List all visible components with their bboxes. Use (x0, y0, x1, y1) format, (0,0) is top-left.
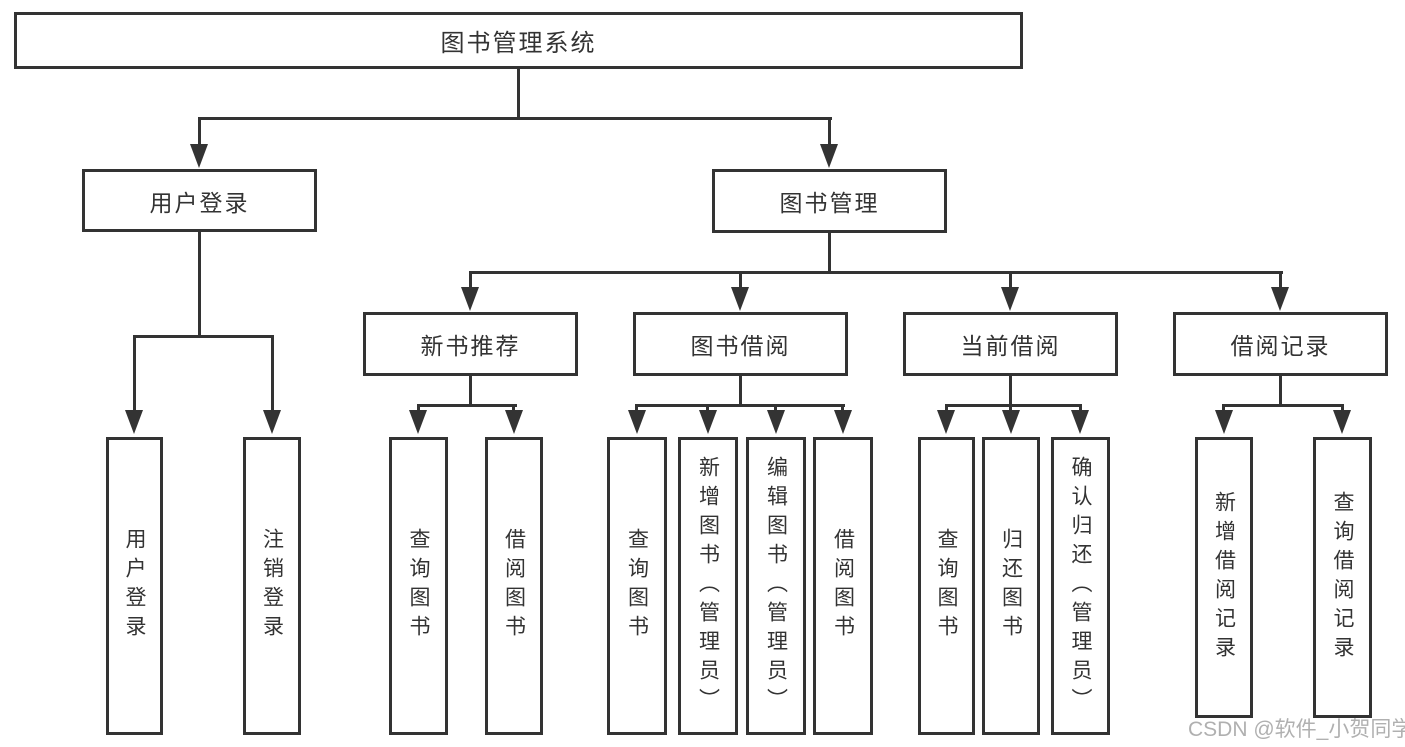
leaf-borrow-books-borrowing-label: 借阅图书 (831, 528, 855, 644)
leaf-logout: 注销登录 (243, 437, 301, 735)
connector-line (739, 271, 742, 289)
leaf-query-borrow-record-label: 查询借阅记录 (1331, 490, 1354, 665)
arrow-down-icon (628, 410, 646, 434)
leaf-query-books-recommend-label: 查询图书 (407, 528, 430, 644)
connector-line (133, 335, 274, 338)
arrow-down-icon (1271, 287, 1289, 311)
leaf-query-books-recommend: 查询图书 (389, 437, 448, 735)
arrow-down-icon (820, 144, 838, 168)
arrow-down-icon (767, 410, 785, 434)
leaf-return-books: 归还图书 (982, 437, 1040, 735)
connector-line (841, 404, 844, 413)
arrow-down-icon (1333, 410, 1351, 434)
connector-line (635, 404, 638, 413)
leaf-user-login-label: 用户登录 (123, 528, 146, 644)
leaf-query-books-current: 查询图书 (918, 437, 975, 735)
node-book-management-label: 图书管理 (779, 190, 880, 216)
connector-line (1009, 271, 1012, 289)
connector-line (198, 231, 201, 337)
arrow-down-icon (1002, 410, 1020, 434)
connector-line (1009, 375, 1012, 406)
connector-line (1222, 404, 1225, 413)
node-root-label: 图书管理系统 (440, 30, 597, 57)
connector-line (1279, 271, 1282, 289)
connector-line (417, 404, 517, 407)
node-current-borrowing: 当前借阅 (903, 312, 1118, 376)
leaf-add-borrow-record: 新增借阅记录 (1195, 437, 1253, 718)
node-book-borrowing: 图书借阅 (633, 312, 848, 376)
connector-line (417, 404, 420, 413)
connector-line (945, 404, 1082, 407)
leaf-confirm-return-admin-label: 确认归还（管理员） (1069, 455, 1092, 717)
node-user-login-label: 用户登录 (149, 189, 250, 216)
node-book-borrowing-label: 图书借阅 (690, 333, 791, 359)
csdn-watermark: CSDN @软件_小贺同学 (1188, 718, 1405, 741)
node-new-book-recommendation-label: 新书推荐 (420, 333, 521, 359)
leaf-add-borrow-record-label: 新增借阅记录 (1212, 490, 1236, 665)
connector-line (133, 335, 136, 412)
arrow-down-icon (1215, 410, 1233, 434)
connector-line (469, 375, 472, 406)
arrow-down-icon (461, 287, 479, 311)
connector-line (1341, 404, 1344, 413)
node-borrowing-records-label: 借阅记录 (1230, 333, 1331, 359)
arrow-down-icon (699, 410, 717, 434)
leaf-add-book-admin: 新增图书（管理员） (678, 437, 738, 735)
connector-line (945, 404, 948, 413)
connector-line (469, 271, 1283, 274)
connector-line (1079, 404, 1082, 413)
connector-line (706, 404, 709, 413)
connector-line (469, 271, 472, 289)
node-root: 图书管理系统 (14, 12, 1023, 69)
node-book-management: 图书管理 (712, 169, 947, 233)
leaf-query-books-current-label: 查询图书 (935, 528, 958, 644)
node-current-borrowing-label: 当前借阅 (960, 333, 1061, 359)
arrow-down-icon (1071, 410, 1089, 434)
connector-line (198, 117, 201, 146)
leaf-query-books-borrowing-label: 查询图书 (625, 528, 649, 644)
leaf-logout-label: 注销登录 (260, 528, 284, 644)
arrow-down-icon (937, 410, 955, 434)
arrow-down-icon (125, 410, 143, 434)
connector-line (271, 335, 274, 412)
connector-line (828, 233, 831, 273)
connector-line (1279, 375, 1282, 406)
connector-line (774, 404, 777, 413)
leaf-borrow-books-recommend-label: 借阅图书 (502, 528, 526, 644)
leaf-add-book-admin-label: 新增图书（管理员） (696, 455, 720, 717)
leaf-borrow-books-borrowing: 借阅图书 (813, 437, 873, 735)
node-borrowing-records: 借阅记录 (1173, 312, 1388, 376)
arrow-down-icon (190, 144, 208, 168)
leaf-user-login: 用户登录 (106, 437, 163, 735)
arrow-down-icon (1001, 287, 1019, 311)
node-user-login: 用户登录 (82, 169, 317, 232)
connector-line (198, 117, 832, 120)
connector-line (1009, 404, 1012, 413)
arrow-down-icon (834, 410, 852, 434)
leaf-borrow-books-recommend: 借阅图书 (485, 437, 543, 735)
connector-line (1222, 404, 1344, 407)
connector-line (739, 375, 742, 406)
leaf-query-books-borrowing: 查询图书 (607, 437, 667, 735)
connector-line (635, 404, 845, 407)
leaf-edit-book-admin-label: 编辑图书（管理员） (764, 455, 788, 717)
leaf-return-books-label: 归还图书 (999, 528, 1023, 644)
leaf-edit-book-admin: 编辑图书（管理员） (746, 437, 806, 735)
connector-line (828, 117, 831, 146)
arrow-down-icon (263, 410, 281, 434)
leaf-query-borrow-record: 查询借阅记录 (1313, 437, 1372, 718)
connector-line (512, 404, 515, 413)
arrow-down-icon (409, 410, 427, 434)
node-new-book-recommendation: 新书推荐 (363, 312, 578, 376)
leaf-confirm-return-admin: 确认归还（管理员） (1051, 437, 1110, 735)
arrow-down-icon (731, 287, 749, 311)
arrow-down-icon (505, 410, 523, 434)
connector-line (517, 68, 520, 119)
